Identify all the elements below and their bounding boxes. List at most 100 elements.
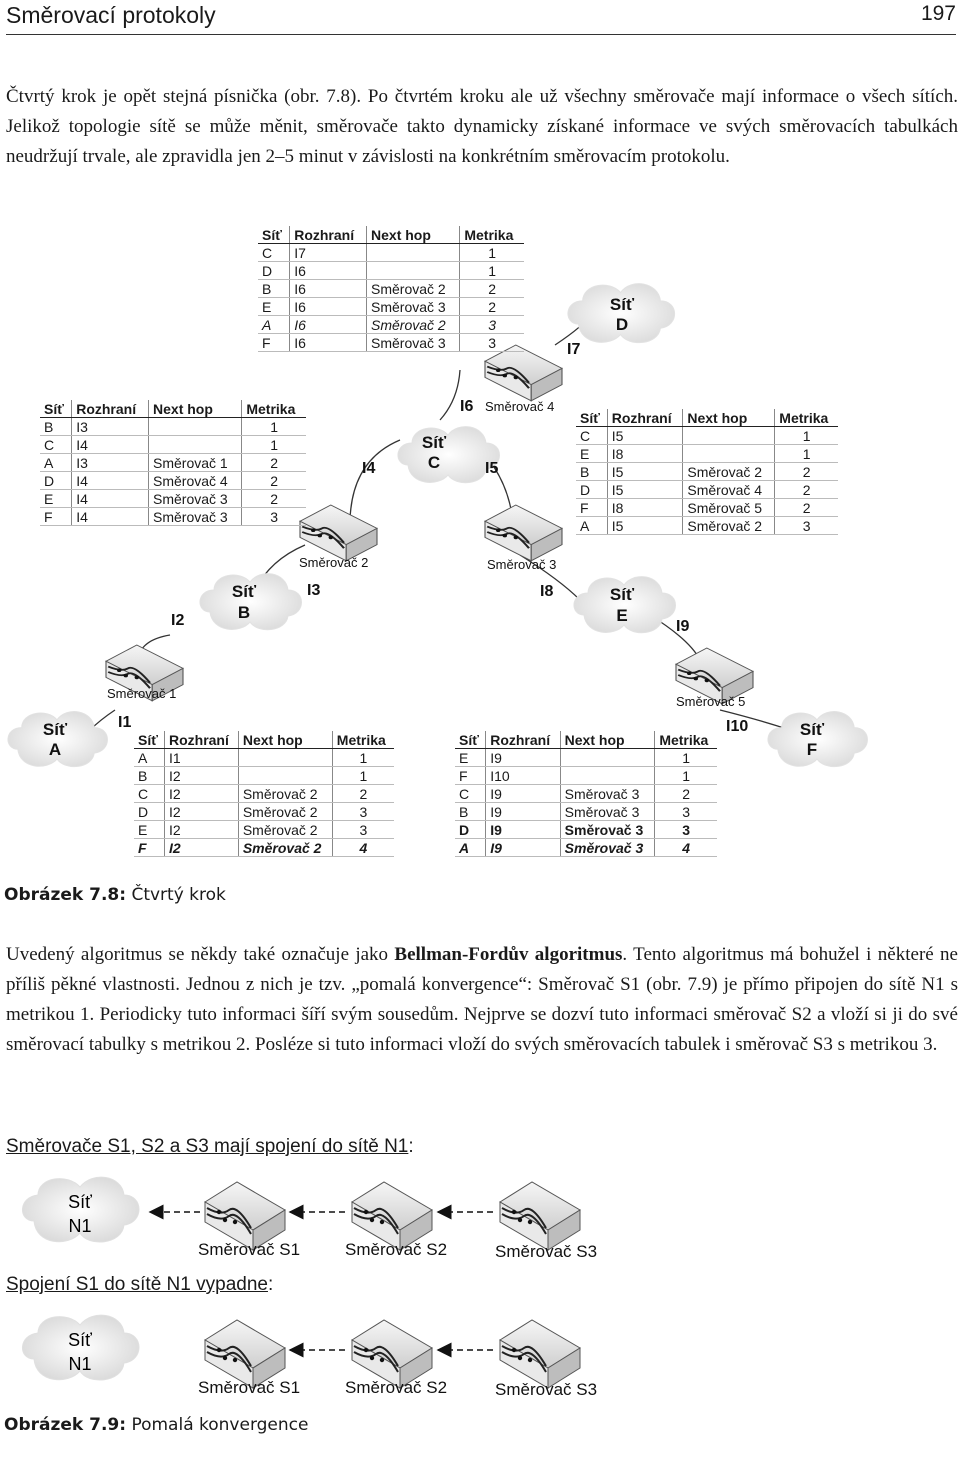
chapter-title: Směrovací protokoly bbox=[6, 2, 216, 28]
cell-metric: 2 bbox=[241, 453, 306, 472]
interface-i6: I6 bbox=[460, 398, 473, 415]
cell-network: C bbox=[576, 426, 608, 445]
cell-network: C bbox=[40, 435, 73, 454]
figure-7-8-topology: Síť D Síť C Síť B Síť E Síť A Síť F I7 I… bbox=[7, 283, 868, 768]
cell-network: A bbox=[258, 315, 291, 334]
cell-next-hop: Směrovač 3 bbox=[560, 784, 656, 803]
network-d-label: Síť bbox=[610, 295, 635, 314]
cell-network: E bbox=[576, 444, 608, 463]
router-s2-label-1: Směrovač S2 bbox=[345, 1240, 447, 1259]
interface-i8: I8 bbox=[540, 583, 553, 600]
router-3-label: Směrovač 3 bbox=[487, 557, 556, 572]
router-s3-icon-2 bbox=[499, 1319, 581, 1389]
cell-metric: 1 bbox=[654, 748, 717, 767]
network-n1-name-2: N1 bbox=[68, 1354, 91, 1374]
cell-interface: I3 bbox=[71, 417, 150, 436]
cell-next-hop bbox=[238, 766, 333, 785]
router-s1-label-1: Směrovač S1 bbox=[198, 1240, 300, 1259]
cell-network: E bbox=[134, 820, 165, 839]
cell-interface: I2 bbox=[164, 838, 239, 857]
col-header-next-hop: Next hop bbox=[148, 400, 243, 418]
cell-interface: I5 bbox=[607, 516, 684, 535]
network-b-letter: B bbox=[238, 603, 250, 622]
cell-interface: I6 bbox=[289, 279, 368, 298]
interface-i10: I10 bbox=[726, 718, 748, 735]
network-n1-label-1: Síť bbox=[68, 1192, 92, 1212]
cell-metric: 2 bbox=[459, 297, 524, 316]
cell-metric: 2 bbox=[654, 784, 717, 803]
col-header-next-hop: Next hop bbox=[682, 409, 776, 427]
caption-label: Obrázek 7.8: bbox=[4, 885, 127, 905]
col-header-metric: Metrika bbox=[774, 409, 838, 427]
router-s2-label-2: Směrovač S2 bbox=[345, 1378, 447, 1397]
algorithm-name: Bellman-Fordův algoritmus bbox=[394, 944, 623, 965]
cell-network: A bbox=[40, 453, 73, 472]
cell-next-hop: Směrovač 3 bbox=[148, 507, 243, 526]
cell-metric: 2 bbox=[774, 462, 838, 481]
cell-interface: I5 bbox=[607, 462, 684, 481]
cell-network: A bbox=[455, 838, 487, 857]
cell-network: F bbox=[576, 498, 608, 517]
cell-interface: I2 bbox=[164, 820, 239, 839]
cell-metric: 2 bbox=[332, 784, 394, 803]
col-header-interface: Rozhraní bbox=[164, 731, 239, 749]
router-4-icon bbox=[483, 343, 564, 402]
scenario-2-colon: : bbox=[267, 1274, 274, 1295]
cell-metric: 1 bbox=[332, 766, 394, 785]
col-header-network: Síť bbox=[134, 731, 165, 749]
cell-next-hop: Směrovač 2 bbox=[238, 784, 333, 803]
cell-network: B bbox=[134, 766, 165, 785]
interface-i3: I3 bbox=[307, 582, 320, 599]
cell-network: D bbox=[134, 802, 165, 821]
cell-next-hop bbox=[682, 444, 776, 463]
cell-metric: 1 bbox=[241, 435, 306, 454]
cell-interface: I1 bbox=[164, 748, 239, 767]
cell-network: F bbox=[40, 507, 73, 526]
network-c-label: Síť bbox=[422, 433, 447, 452]
scenario-2-heading: Spojení S1 do sítě N1 vypadne: bbox=[6, 1274, 273, 1296]
cell-metric: 3 bbox=[654, 802, 717, 821]
col-header-metric: Metrika bbox=[459, 226, 524, 244]
cell-next-hop bbox=[682, 426, 776, 445]
cell-metric: 2 bbox=[241, 489, 306, 508]
figure-7-9-slow-convergence: Síť N1 Směrovač S1 Směrovač S2 Směrovač … bbox=[21, 1176, 597, 1399]
cell-network: C bbox=[134, 784, 165, 803]
cell-network: D bbox=[40, 471, 73, 490]
cell-metric: 3 bbox=[654, 820, 717, 839]
cell-network: E bbox=[40, 489, 73, 508]
cell-network: F bbox=[258, 333, 291, 352]
col-header-network: Síť bbox=[576, 409, 608, 427]
col-header-interface: Rozhraní bbox=[607, 409, 684, 427]
page-number: 197 bbox=[920, 2, 956, 25]
cell-next-hop: Směrovač 3 bbox=[560, 802, 656, 821]
cell-next-hop: Směrovač 2 bbox=[366, 315, 461, 334]
cell-interface: I3 bbox=[71, 453, 150, 472]
figure-7-8-caption: Obrázek 7.8: Čtvrtý krok bbox=[4, 885, 226, 905]
router-s3-label-1: Směrovač S3 bbox=[495, 1242, 597, 1261]
cell-network: A bbox=[576, 516, 608, 535]
cell-interface: I9 bbox=[485, 820, 561, 839]
col-header-network: Síť bbox=[40, 400, 73, 418]
cell-next-hop: Směrovač 2 bbox=[366, 279, 461, 298]
network-b-label: Síť bbox=[232, 582, 257, 601]
network-e-letter: E bbox=[616, 606, 627, 625]
router-s3-icon-1 bbox=[499, 1181, 581, 1251]
scenario-1-heading-text: Směrovače S1, S2 a S3 mají spojení do sí… bbox=[6, 1136, 409, 1157]
cell-metric: 1 bbox=[654, 766, 717, 785]
cell-network: B bbox=[455, 802, 487, 821]
caption-label: Obrázek 7.9: bbox=[4, 1415, 127, 1435]
cell-metric: 3 bbox=[774, 516, 838, 535]
